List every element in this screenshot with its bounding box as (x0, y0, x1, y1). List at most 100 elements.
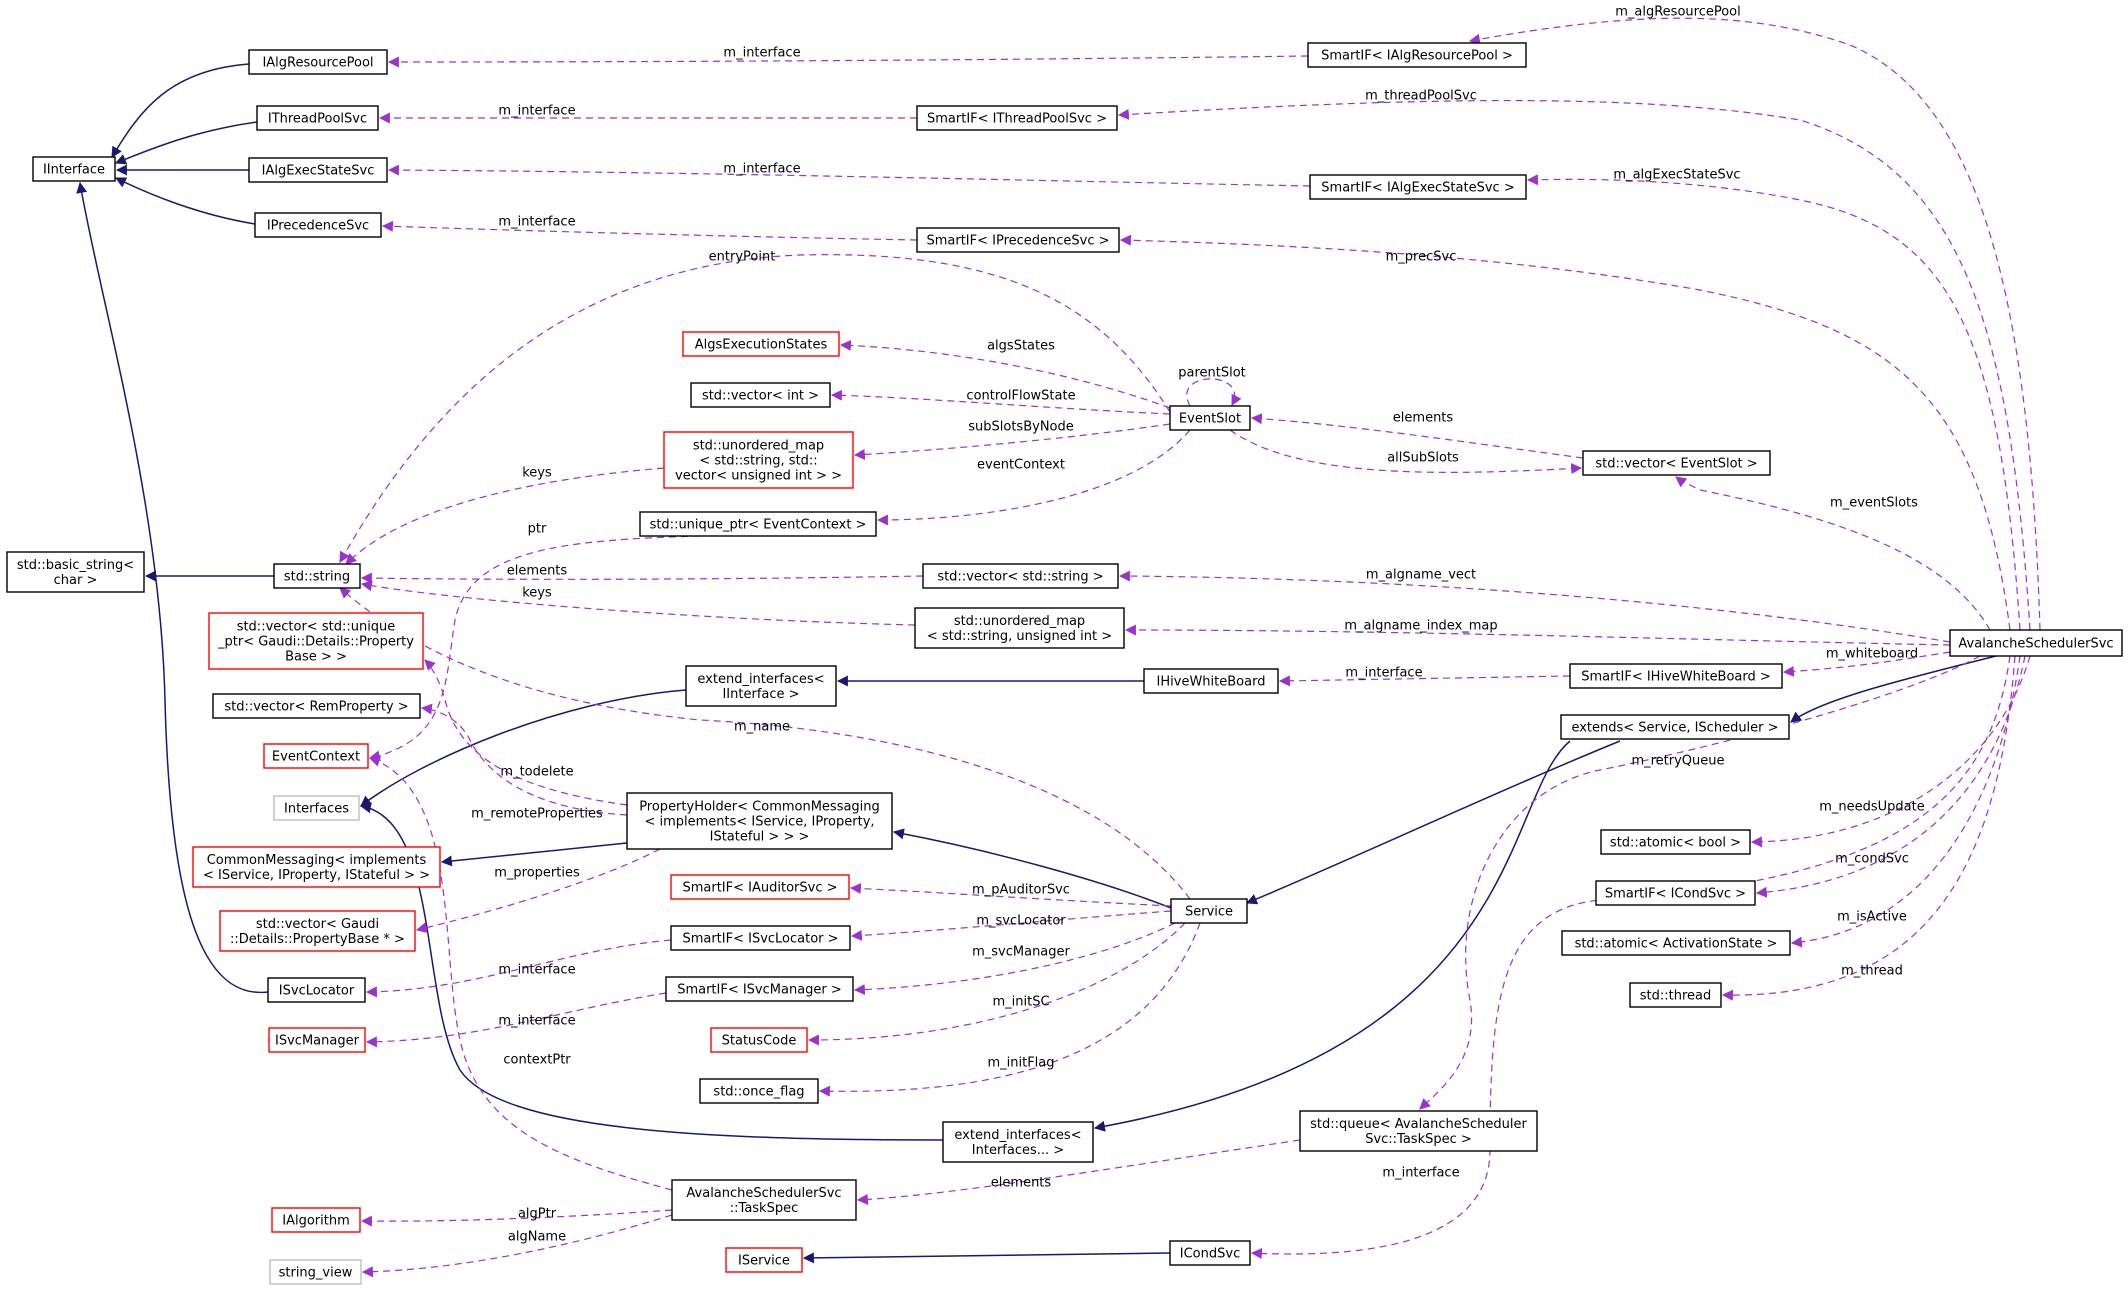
class-node-vector_PropertyBase_ptr[interactable]: std::vector< Gaudi::Details::PropertyBas… (219, 910, 416, 952)
class-node-box (219, 910, 416, 952)
member-edge-PropertyHolder-to-vector_unique_ptr_PropertyBase (424, 659, 628, 806)
class-node-IAlgResourcePool[interactable]: IAlgResourcePool (248, 49, 388, 75)
class-node-box (273, 795, 360, 821)
edge-label-m_condSvc: m_condSvc (1835, 852, 1909, 867)
edge-label-algName: algName (508, 1230, 566, 1245)
edge-label-m_properties: m_properties (494, 866, 580, 881)
class-node-label: ISvcManager (275, 1034, 360, 1049)
class-node-box (208, 612, 424, 670)
member-edge-AvalancheSchedulerSvc-to-atomic_ActivationState (1790, 655, 2021, 948)
class-node-ISvcLocator[interactable]: ISvcLocator (267, 977, 366, 1003)
class-node-PropertyHolder[interactable]: PropertyHolder< CommonMessaging< impleme… (626, 792, 893, 850)
class-node-SmartIF_IAlgResourcePool[interactable]: SmartIF< IAlgResourcePool > (1307, 42, 1527, 68)
class-node-IThreadPoolSvc[interactable]: IThreadPoolSvc (256, 105, 379, 131)
class-node-box (268, 1027, 366, 1053)
class-node-SmartIF_IHiveWhiteBoard[interactable]: SmartIF< IHiveWhiteBoard > (1569, 663, 1783, 689)
class-node-label: Interfaces... > (972, 1143, 1064, 1158)
class-node-box (916, 105, 1118, 131)
class-node-vector_int[interactable]: std::vector< int > (690, 382, 831, 408)
class-node-SmartIF_ICondSvc[interactable]: SmartIF< ICondSvc > (1595, 880, 1756, 906)
class-node-label: AlgsExecutionStates (695, 338, 828, 353)
class-node-SmartIF_IThreadPoolSvc[interactable]: SmartIF< IThreadPoolSvc > (916, 105, 1118, 131)
inheritance-edge-extend_interfaces_Interfaces-to-Interfaces (359, 802, 944, 1141)
class-node-CommonMessaging[interactable]: CommonMessaging< implements< IService, I… (192, 846, 441, 888)
class-node-box (699, 1078, 819, 1104)
class-node-TaskSpec[interactable]: AvalancheSchedulerSvc::TaskSpec (671, 1179, 857, 1221)
class-node-unordered_map_uint[interactable]: std::unordered_map< std::string, unsigne… (914, 607, 1125, 649)
class-node-label: IAlgExecStateSvc (262, 164, 375, 179)
class-node-label: SmartIF< IHiveWhiteBoard > (1581, 670, 1771, 685)
member-edge-unique_ptr_EventContext-to-EventContext (368, 535, 701, 762)
class-node-unordered_map_vec[interactable]: std::unordered_map< std::string, std::ve… (663, 431, 854, 489)
member-edge-EventSlot-to-vector_int (830, 389, 1171, 415)
member-edge-AvalancheSchedulerSvc-to-SmartIF_IAlgResourcePool (1468, 17, 2041, 631)
class-node-IService[interactable]: IService (725, 1247, 803, 1273)
class-node-box (725, 1247, 803, 1273)
class-node-IAlgorithm[interactable]: IAlgorithm (271, 1207, 361, 1233)
class-node-SmartIF_IAuditorSvc[interactable]: SmartIF< IAuditorSvc > (670, 874, 850, 900)
class-node-IInterface[interactable]: IInterface (32, 156, 116, 182)
edge-label-m_threadPoolSvc: m_threadPoolSvc (1365, 89, 1477, 104)
class-node-SmartIF_IPrecedenceSvc[interactable]: SmartIF< IPrecedenceSvc > (916, 227, 1120, 253)
class-node-vector_EventSlot[interactable]: std::vector< EventSlot > (1582, 450, 1771, 476)
inheritance-edge-AvalancheSchedulerSvc-to-extends_Service_IScheduler (1790, 655, 1997, 723)
class-node-label: IService (738, 1254, 790, 1269)
class-node-string_view[interactable]: string_view (269, 1259, 362, 1285)
class-node-label: Svc::TaskSpec > (1365, 1132, 1472, 1147)
edge-label-m_todelete: m_todelete (500, 765, 573, 780)
member-edge-Service-to-once_flag (818, 922, 1201, 1097)
class-node-Service[interactable]: Service (1170, 898, 1248, 924)
edge-label-m_retryQueue: m_retryQueue (1631, 754, 1724, 769)
class-node-atomic_bool[interactable]: std::atomic< bool > (1600, 829, 1751, 855)
edge-label-m_whiteboard: m_whiteboard (1826, 647, 1918, 662)
class-node-IAlgExecStateSvc[interactable]: IAlgExecStateSvc (248, 157, 388, 183)
class-node-label: _ptr< Gaudi::Details::Property (217, 635, 414, 650)
class-node-label: < std::string, std:: (699, 454, 817, 469)
class-node-SmartIF_ISvcLocator[interactable]: SmartIF< ISvcLocator > (670, 925, 851, 951)
class-node-IPrecedenceSvc[interactable]: IPrecedenceSvc (254, 212, 382, 238)
class-node-extend_interfaces_IInterface[interactable]: extend_interfaces<IInterface > (685, 665, 837, 707)
class-node-AvalancheSchedulerSvc[interactable]: AvalancheSchedulerSvc (1949, 629, 2123, 657)
class-node-vector_string[interactable]: std::vector< std::string > (922, 563, 1119, 589)
class-node-label: AvalancheSchedulerSvc (686, 1186, 841, 1201)
class-node-label: EventSlot (1179, 412, 1241, 427)
class-node-vector_unique_ptr_PropertyBase[interactable]: std::vector< std::unique_ptr< Gaudi::Det… (208, 612, 424, 670)
class-node-label: std::thread (1640, 989, 1712, 1004)
class-node-extend_interfaces_Interfaces[interactable]: extend_interfaces<Interfaces... > (942, 1121, 1094, 1163)
class-node-ICondSvc[interactable]: ICondSvc (1169, 1240, 1251, 1266)
edge-label-m_thread: m_thread (1841, 964, 1903, 979)
class-node-label: IPrecedenceSvc (267, 219, 369, 234)
class-node-extends_Service_IScheduler[interactable]: extends< Service, IScheduler > (1560, 714, 1790, 740)
member-edge-AvalancheSchedulerSvc-to-SmartIF_IThreadPoolSvc (1117, 99, 2031, 631)
class-node-box (271, 1207, 361, 1233)
class-node-box (254, 212, 382, 238)
class-node-std_string[interactable]: std::string (273, 563, 361, 589)
class-node-basic_string[interactable]: std::basic_string<char > (6, 551, 145, 593)
class-node-label: ICondSvc (1180, 1247, 1240, 1262)
class-node-ISvcManager[interactable]: ISvcManager (268, 1027, 366, 1053)
inheritance-edge-IThreadPoolSvc-to-IInterface (114, 121, 258, 165)
class-node-atomic_ActivationState[interactable]: std::atomic< ActivationState > (1561, 930, 1791, 956)
class-node-StatusCode[interactable]: StatusCode (710, 1027, 808, 1053)
class-node-label: std::vector< std::unique (237, 620, 396, 635)
class-node-SmartIF_ISvcManager[interactable]: SmartIF< ISvcManager > (665, 976, 854, 1002)
class-node-IHiveWhiteBoard[interactable]: IHiveWhiteBoard (1143, 668, 1279, 694)
class-node-EventSlot[interactable]: EventSlot (1169, 405, 1251, 431)
class-node-AlgsExecutionStates[interactable]: AlgsExecutionStates (682, 331, 840, 357)
edge-label-ptr: ptr (528, 522, 547, 537)
class-node-EventContext[interactable]: EventContext (263, 743, 369, 769)
class-node-once_flag[interactable]: std::once_flag (699, 1078, 819, 1104)
class-node-std_thread[interactable]: std::thread (1629, 982, 1722, 1008)
member-edge-AvalancheSchedulerSvc-to-queue_TaskSpec (1419, 655, 1981, 1110)
class-node-vector_RemProperty[interactable]: std::vector< RemProperty > (212, 693, 421, 719)
class-node-unique_ptr_EventContext[interactable]: std::unique_ptr< EventContext > (639, 511, 877, 537)
member-edge-Service-to-SmartIF_ISvcManager (853, 922, 1176, 996)
class-node-label: SmartIF< IAlgResourcePool > (1321, 49, 1513, 64)
class-node-label: IAlgorithm (282, 1214, 350, 1229)
class-node-label: IAlgResourcePool (262, 56, 373, 71)
member-edge-SmartIF_IAlgResourcePool-to-IAlgResourcePool (387, 55, 1309, 68)
class-node-SmartIF_IAlgExecStateSvc[interactable]: SmartIF< IAlgExecStateSvc > (1309, 174, 1527, 200)
class-node-queue_TaskSpec[interactable]: std::queue< AvalancheSchedulerSvc::TaskS… (1299, 1110, 1538, 1152)
class-node-Interfaces[interactable]: Interfaces (273, 795, 360, 821)
